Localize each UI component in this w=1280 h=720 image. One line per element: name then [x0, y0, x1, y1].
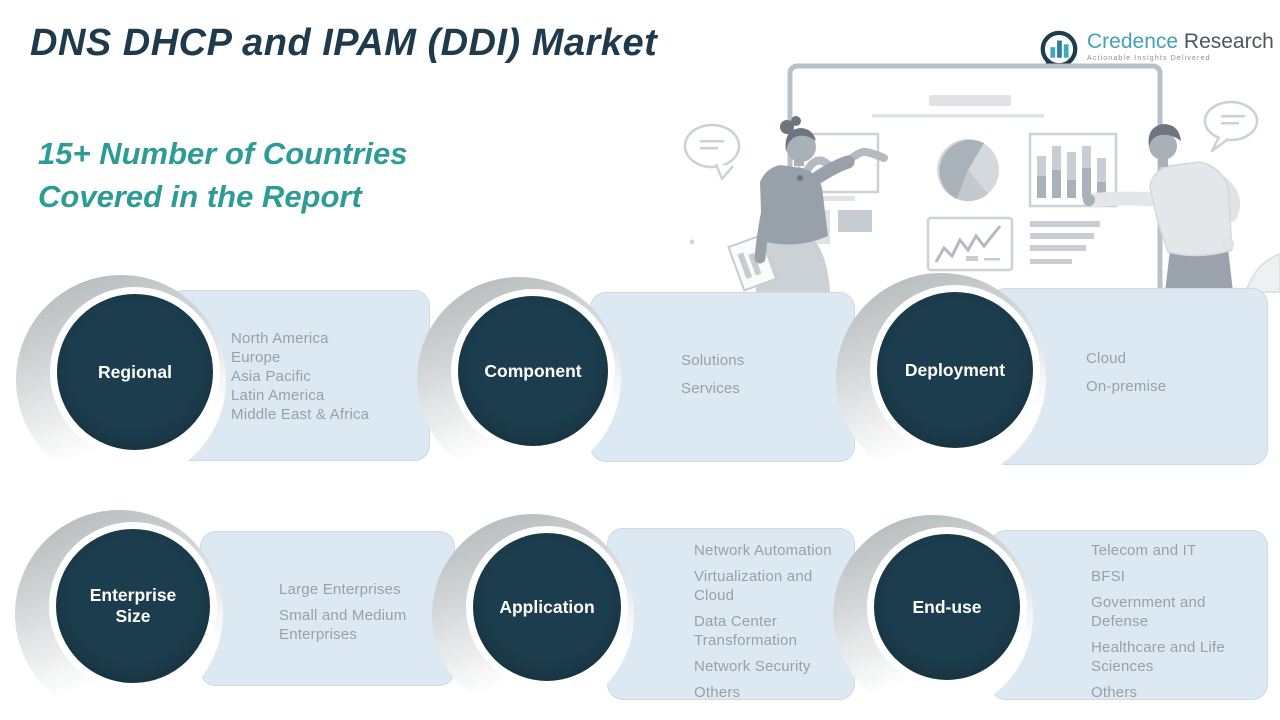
list-item: Small and Medium Enterprises	[279, 607, 407, 643]
logo-tagline: Actionable Insights Delivered	[1087, 55, 1211, 62]
list-item: Network Automation	[694, 542, 832, 559]
line-chart-icon	[926, 216, 1014, 272]
list-item: Europe	[231, 349, 281, 366]
segment-label: End-use	[912, 596, 982, 617]
segment-circle-regional: Regional	[50, 287, 220, 457]
woman-presenter	[727, 116, 855, 292]
decor-shapes	[689, 237, 1280, 293]
segment-label: Enterprise Size	[89, 585, 177, 626]
list-item: Solutions	[681, 352, 745, 369]
list-item: North America	[231, 330, 329, 347]
segment-circle-deployment: Deployment	[870, 285, 1040, 455]
segment-circle-enterprise-size: Enterprise Size	[49, 522, 217, 690]
presentation-illustration	[683, 63, 1280, 416]
pie-chart-icon	[937, 139, 999, 202]
segment-label: Application	[499, 596, 595, 617]
list-item: On-premise	[1086, 378, 1167, 395]
list-item: BFSI	[1091, 568, 1126, 585]
bar-chart-bubble-icon	[1040, 30, 1078, 72]
list-item: Telecom and IT	[1091, 542, 1197, 559]
speech-bubble-left-icon	[683, 123, 741, 181]
list-item: Others	[1091, 684, 1138, 701]
list-item: Network Security	[694, 658, 811, 675]
segment-label: Regional	[98, 361, 172, 382]
list-item: Middle East & Africa	[231, 406, 370, 423]
logo-wordmark: Credence Research	[1087, 30, 1274, 54]
page-title: DNS DHCP and IPAM (DDI) Market	[30, 22, 658, 64]
list-item: Latin America	[231, 387, 325, 404]
logo-brand-primary: Credence	[1087, 30, 1179, 53]
logo-brand-secondary: Research	[1183, 30, 1274, 53]
list-item: Asia Pacific	[231, 368, 311, 385]
segment-circle-end-use: End-use	[867, 527, 1027, 687]
segment-label: Component	[484, 360, 582, 381]
list-item: Healthcare and Life Sciences	[1091, 639, 1225, 675]
segment-label: Deployment	[904, 359, 1006, 380]
man-presenter	[1083, 124, 1240, 292]
segment-circle-application: Application	[466, 526, 628, 688]
list-item: Large Enterprises	[279, 581, 401, 598]
list-item: Data Center Transformation	[694, 613, 798, 649]
subtitle: 15+ Number of Countries Covered in the R…	[38, 132, 408, 218]
list-item: Government and Defense	[1091, 594, 1206, 630]
list-item: Cloud	[1086, 350, 1127, 367]
list-item: Services	[681, 380, 741, 397]
list-item: Virtualization and Cloud	[694, 568, 813, 604]
list-item: Others	[694, 684, 741, 701]
subtitle-line-1: 15+ Number of Countries	[38, 136, 408, 171]
credence-research-logo: Credence Research Actionable Insights De…	[1038, 30, 1274, 72]
subtitle-line-2: Covered in the Report	[38, 179, 362, 214]
segment-circle-component: Component	[451, 289, 615, 453]
speech-bubble-right-icon	[1203, 100, 1259, 153]
segment-item-list: Telecom and IT BFSI Government and Defense…	[1091, 541, 1259, 702]
segment-card-end-use: Telecom and IT BFSI Government and Defense…	[990, 530, 1268, 702]
